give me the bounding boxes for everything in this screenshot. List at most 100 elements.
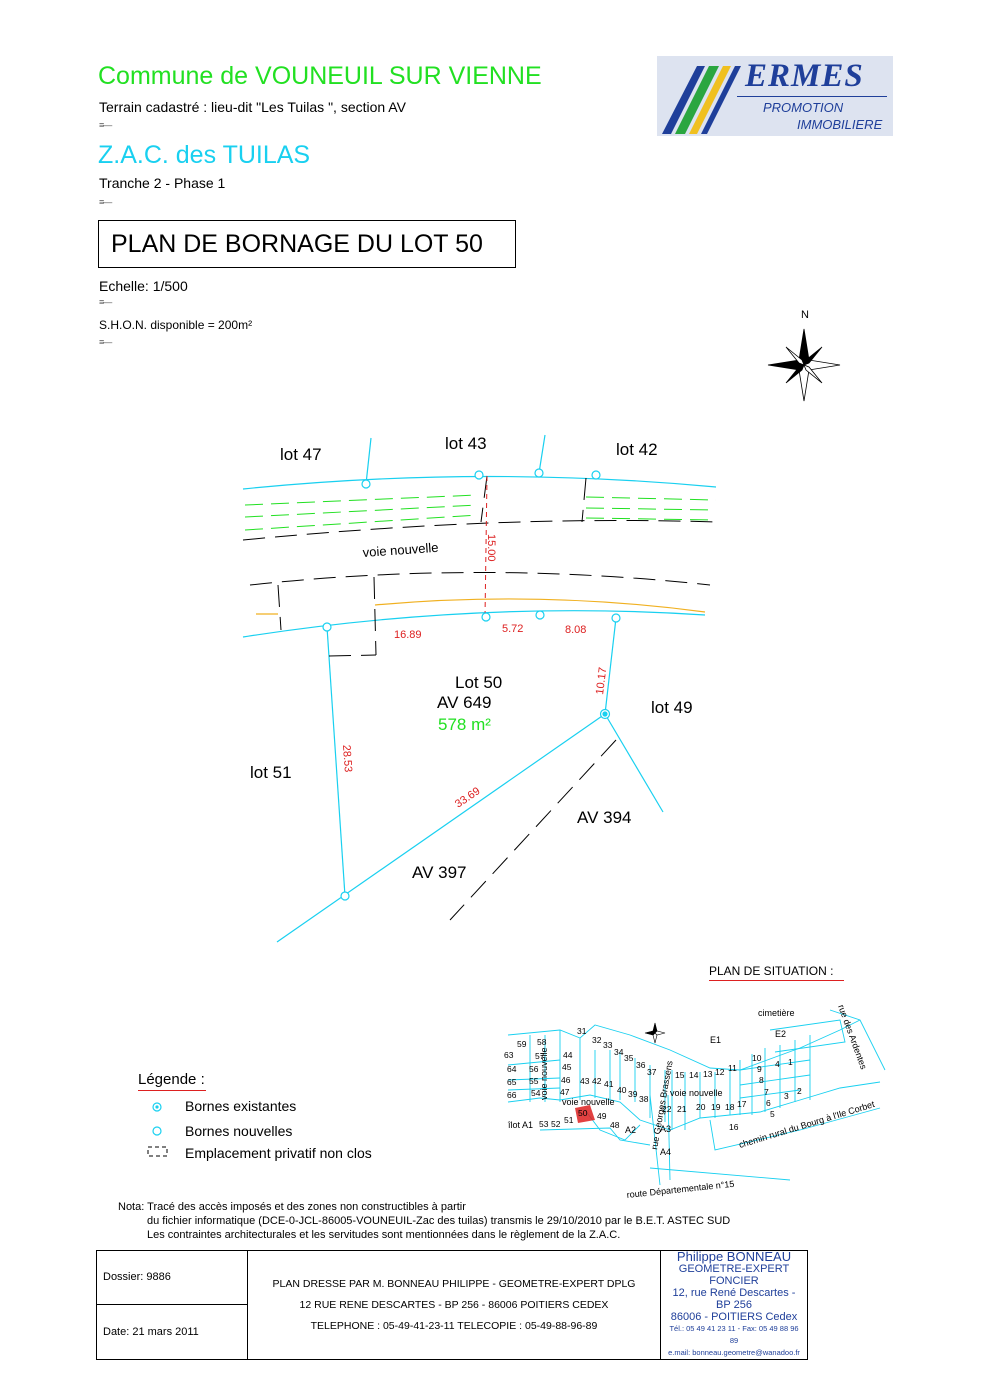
dim-28-53: 28.53 [340, 744, 354, 772]
sit-lot: 9 [757, 1064, 762, 1074]
tick-mark: ≡— [99, 120, 112, 130]
nota-line2: du fichier informatique (DCE-0-JCL-86005… [147, 1215, 731, 1227]
dim-8-08: 8.08 [565, 624, 586, 636]
sit-lot: 3 [784, 1091, 789, 1101]
north-arrow-icon: N [767, 309, 841, 402]
situation-title: PLAN DE SITUATION : [709, 964, 834, 978]
label-lot43: lot 43 [445, 434, 487, 453]
plan-dresse-line1: PLAN DRESSE PAR M. BONNEAU PHILIPPE - GE… [272, 1277, 636, 1290]
lot50-marker [575, 1105, 595, 1123]
sit-lot: 19 [711, 1102, 721, 1112]
sit-voie1: voie nouvelle [562, 1097, 615, 1107]
sit-lot: 36 [636, 1060, 646, 1070]
sit-a2: A2 [625, 1125, 636, 1135]
sit-a4: A4 [660, 1147, 671, 1157]
legend-bornes-existantes: Bornes existantes [185, 1098, 297, 1114]
sit-lot: 35 [624, 1053, 634, 1063]
sit-lot: 20 [696, 1102, 706, 1112]
label-lot42: lot 42 [616, 440, 658, 459]
sit-lot: 34 [614, 1047, 624, 1057]
logo-stripes-icon [662, 66, 741, 134]
borne-nouvelle [322, 622, 332, 632]
sit-lot: 52 [551, 1119, 561, 1129]
borne-nouvelle [474, 470, 484, 480]
sit-lot: 51 [564, 1115, 574, 1125]
sit-lot: 13 [703, 1069, 713, 1079]
sit-lot: 49 [597, 1111, 607, 1121]
sit-voie2: voie nouvelle [539, 1047, 549, 1100]
sit-lot: 18 [725, 1102, 735, 1112]
sit-lot: 4 [775, 1059, 780, 1069]
sit-lot: 37 [647, 1067, 657, 1077]
label-voie-nouvelle: voie nouvelle [362, 540, 439, 560]
sit-lot: 40 [617, 1085, 627, 1095]
sit-lot: 6 [766, 1098, 771, 1108]
sit-e2: E2 [775, 1029, 786, 1039]
sit-lot: 10 [752, 1053, 762, 1063]
commune-title: Commune de VOUNEUIL SUR VIENNE [98, 62, 542, 90]
sit-lot: 17 [737, 1099, 747, 1109]
sit-lot: 58 [537, 1037, 547, 1047]
nota-line3: Les contraintes architecturales et les s… [147, 1229, 621, 1241]
logo-immobiliere: IMMOBILIERE [797, 117, 883, 132]
sit-lot: 39 [628, 1089, 638, 1099]
emplacement-icon [147, 1146, 168, 1157]
sit-lot: 14 [689, 1070, 699, 1080]
logo-promotion: PROMOTION [763, 100, 844, 115]
geometre-email: e.mail: bonneau.geometre@wanadoo.fr [668, 1348, 800, 1357]
date: Date: 21 mars 2011 [96, 1303, 248, 1361]
sit-lot: 65 [507, 1077, 517, 1087]
sit-lot: 5 [770, 1109, 775, 1119]
dim-5-72: 5.72 [502, 623, 523, 635]
borne-nouvelle [361, 479, 371, 489]
geometre-title: GEOMETRE-EXPERT FONCIER [678, 1263, 790, 1287]
situation-map: cimetière rue des Ardentes chemin rural … [504, 1003, 886, 1200]
dim-16-89: 16.89 [394, 629, 422, 641]
tick-mark: ≡— [99, 297, 112, 307]
borne-nouvelle [535, 610, 545, 620]
dossier: Dossier: 9886 [96, 1250, 248, 1305]
borne-nouvelle [611, 613, 621, 623]
sit-lot: 21 [677, 1104, 687, 1114]
label-lot49: lot 49 [651, 698, 693, 717]
label-av394: AV 394 [577, 808, 632, 827]
plan-dresse: PLAN DRESSE PAR M. BONNEAU PHILIPPE - GE… [247, 1250, 661, 1360]
sit-lot: 50 [578, 1108, 588, 1118]
geometre-addr2: 86006 - POITIERS Cedex [670, 1311, 798, 1323]
echelle: Echelle: 1/500 [99, 278, 188, 294]
plan-dresse-line3: TELEPHONE : 05-49-41-23-11 TELECOPIE : 0… [310, 1319, 598, 1332]
sit-lot: 64 [507, 1064, 517, 1074]
sit-lot: 41 [604, 1079, 614, 1089]
legend-title: Légende : [138, 1071, 205, 1088]
sit-cimetiere: cimetière [758, 1008, 795, 1018]
sit-lot: 63 [504, 1050, 514, 1060]
tranche-line: Tranche 2 - Phase 1 [99, 175, 226, 191]
sit-rue-ardentes: rue des Ardentes [836, 1003, 869, 1071]
compass-n-label: N [801, 309, 809, 321]
sit-lot: 31 [577, 1026, 587, 1036]
plan-title-box: PLAN DE BORNAGE DU LOT 50 [98, 220, 516, 268]
borne-nouvelle [534, 468, 544, 478]
borne-nouvelle [591, 470, 601, 480]
borne-nouvelle-icon [152, 1126, 162, 1136]
label-lot47: lot 47 [280, 445, 322, 464]
sit-lot: 1 [788, 1057, 793, 1067]
label-lot50: Lot 50 [455, 673, 502, 692]
plan-dresse-line2: 12 RUE RENE DESCARTES - BP 256 - 86006 P… [299, 1298, 609, 1311]
ermes-logo: ERMES PROMOTION IMMOBILIERE [657, 56, 893, 136]
borne-nouvelle [340, 891, 350, 901]
sit-lot: 7 [764, 1087, 769, 1097]
sit-lot: 66 [507, 1090, 517, 1100]
sit-lot: 56 [529, 1064, 539, 1074]
sit-lot: 16 [729, 1122, 739, 1132]
label-av649: AV 649 [437, 693, 492, 712]
sit-lot: 8 [759, 1075, 764, 1085]
sit-lot: 59 [517, 1039, 527, 1049]
zac-title: Z.A.C. des TUILAS [98, 141, 311, 169]
sit-lot: 38 [639, 1094, 649, 1104]
label-av397: AV 397 [412, 863, 467, 882]
label-lot51: lot 51 [250, 763, 292, 782]
sit-lot: 12 [715, 1067, 725, 1077]
sit-lot: 48 [610, 1120, 620, 1130]
sit-lot: 55 [529, 1076, 539, 1086]
